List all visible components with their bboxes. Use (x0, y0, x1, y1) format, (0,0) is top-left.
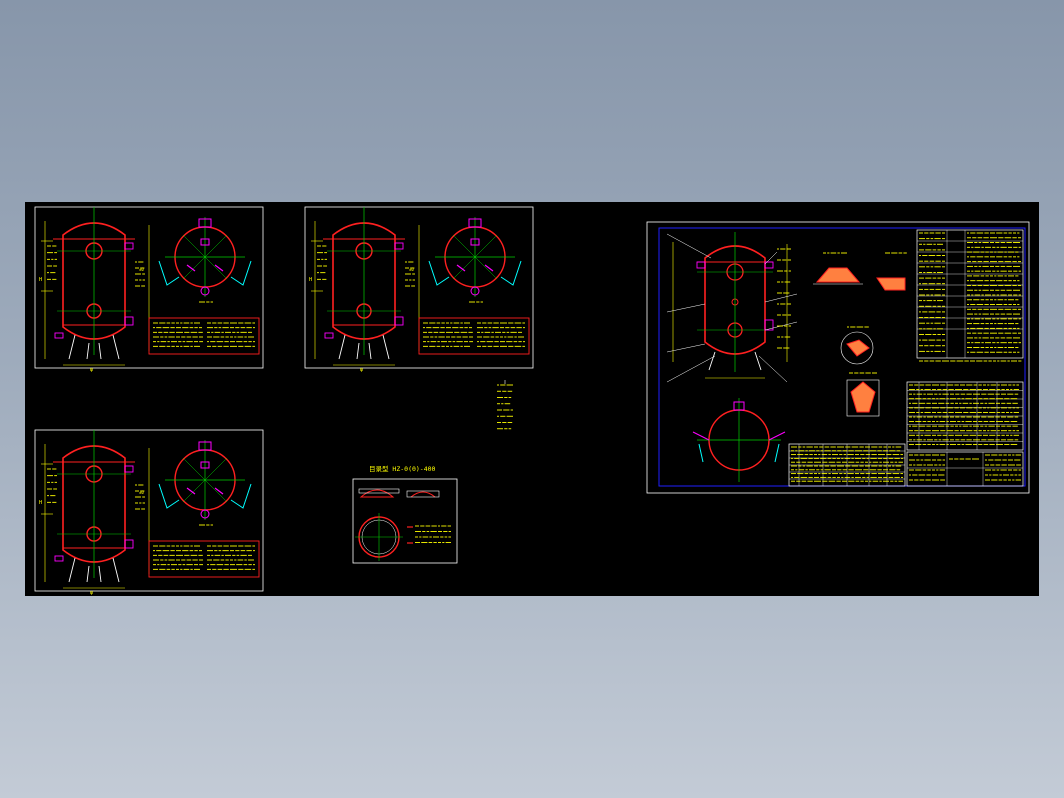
assembly-outer-frame (646, 221, 1030, 494)
detail-notes (415, 525, 451, 543)
support-legs (68, 557, 120, 583)
vessel-shell (62, 445, 126, 563)
leader (666, 355, 716, 383)
nozzle-table-border (418, 317, 530, 355)
assembly-legs (708, 351, 762, 371)
detail-sheet-frame (352, 478, 458, 564)
sheet-1: φ H ±0 (34, 206, 264, 373)
nozzle-lower-right (394, 316, 404, 326)
vessel-plan-view (428, 217, 522, 303)
dim-level-label: ±0 (409, 267, 414, 272)
dim-note-left (317, 245, 327, 280)
detail-weld-2 (876, 277, 906, 291)
support-legs (68, 334, 120, 360)
nozzle-drain (324, 332, 334, 339)
detail-circle (840, 331, 874, 365)
vessel-shell (62, 222, 126, 340)
nozzle-table-col1 (153, 322, 203, 347)
dim-diameter-label: φ (90, 367, 93, 373)
sheet-2: φ H ±0 (304, 206, 534, 373)
plan-nozzle-top (198, 218, 212, 228)
dim-height-label: H (39, 500, 42, 506)
plan-supports (158, 483, 252, 509)
leader (666, 233, 712, 259)
nozzle-table (148, 317, 260, 355)
nozzle-table-col2 (207, 322, 255, 347)
sheet-frame (34, 206, 264, 369)
nozzle-drain (54, 332, 64, 339)
nozzle-drain (54, 555, 64, 562)
sheet-frame (304, 206, 534, 369)
vessel-elevation (53, 430, 135, 583)
nozzle-table-border (148, 317, 260, 355)
leader (764, 251, 778, 265)
title-block (906, 451, 1024, 487)
dim-diameter-label: φ (90, 590, 93, 596)
plan-nozzle-top (198, 441, 212, 451)
dim-note-right (405, 261, 415, 287)
support-legs (338, 334, 390, 360)
dim-diameter-label: φ (360, 367, 363, 373)
leader (758, 355, 788, 383)
sheet-3: φ H ±0 (34, 429, 264, 596)
detail-weld-3 (850, 381, 876, 413)
assembly-vessel-shell (704, 245, 766, 355)
nozzle-table-border (148, 540, 260, 578)
sheet-frame (34, 429, 264, 592)
detail-head (359, 489, 395, 498)
plan-nozzle-bottom (200, 286, 210, 296)
dim-level-label: ±0 (139, 267, 144, 272)
annotation-cluster (497, 380, 513, 430)
parts-list-table (906, 381, 1024, 451)
vessel-shell (332, 222, 396, 340)
vessel-plan-view (158, 217, 252, 303)
vessel-plan-view (158, 440, 252, 526)
plan-nozzle-bottom (200, 509, 210, 519)
dim-level-label: ±0 (139, 490, 144, 495)
dim-note-left (47, 468, 57, 503)
dim-height-label: H (39, 277, 42, 283)
dim-note-right (135, 484, 145, 510)
dim-note-left (47, 245, 57, 280)
dim-note-right (135, 261, 145, 287)
sheet-4: 目录型 HZ-0(0)-400 (352, 464, 458, 564)
plan-nozzle-bottom (470, 286, 480, 296)
nozzle-table-col2 (207, 545, 255, 570)
technical-table (916, 229, 1024, 362)
nozzle-table (418, 317, 530, 355)
plan-supports (428, 260, 522, 286)
detail-sheet-title: 目录型 HZ-0(0)-400 (369, 464, 436, 473)
plan-nozzle-top (468, 218, 482, 228)
dim-height-label: H (309, 277, 312, 283)
nozzle-lower-right (124, 316, 134, 326)
nozzle-top-right (394, 242, 404, 250)
nozzle-top-right (124, 242, 134, 250)
nozzle-table-col1 (423, 322, 473, 347)
leader (666, 303, 706, 313)
nozzle-lower-right (124, 539, 134, 549)
nozzle-table (148, 540, 260, 578)
leader (666, 343, 706, 353)
leader (764, 293, 798, 303)
nozzle-table-col1 (153, 545, 203, 570)
vessel-elevation (53, 207, 135, 360)
vessel-elevation (323, 207, 405, 360)
nozzle-schedule-table (788, 443, 906, 487)
nozzle-table-col2 (477, 322, 525, 347)
plan-supports (158, 260, 252, 286)
sheet-5 (646, 221, 1030, 494)
detail-weld-1 (815, 267, 861, 283)
nozzle-top-right (124, 465, 134, 473)
